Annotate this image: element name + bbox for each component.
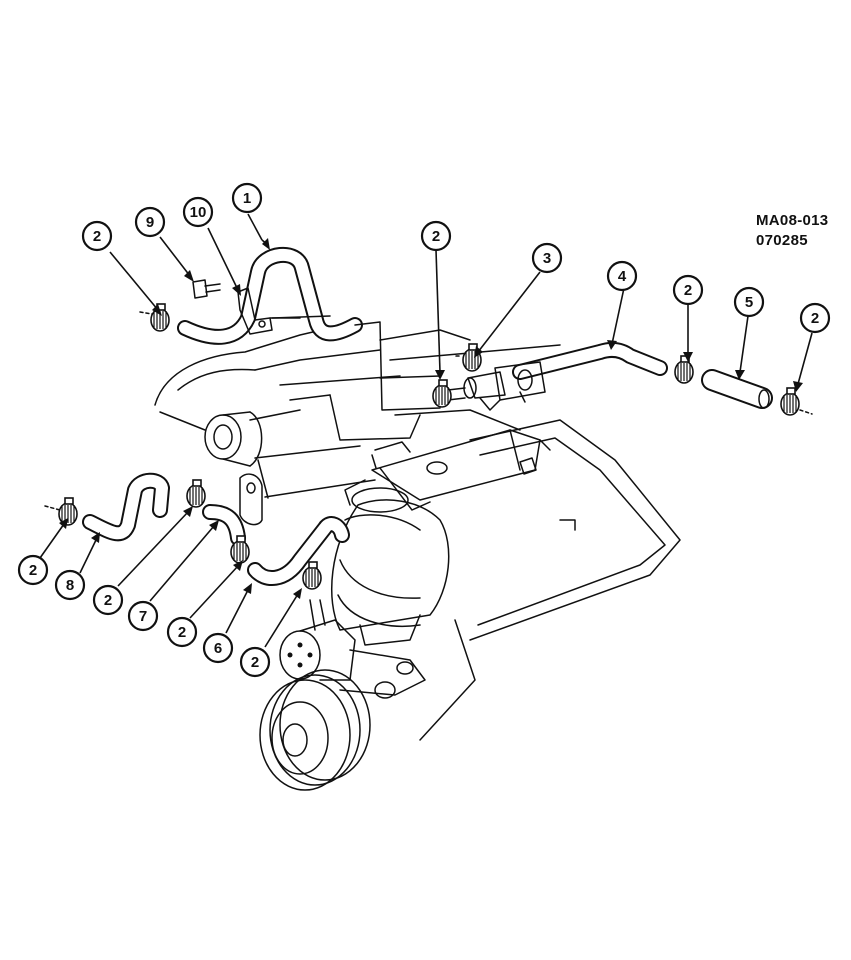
callout-circle <box>672 274 704 306</box>
callout-4: 4 <box>606 260 638 292</box>
callout-number: 2 <box>432 228 440 245</box>
callout-number: 2 <box>811 310 819 327</box>
callout-circle <box>231 182 263 214</box>
callout-2: 2 <box>420 220 452 252</box>
hose-8 <box>82 472 170 542</box>
callout-7: 7 <box>127 600 159 632</box>
callout-circle <box>799 302 831 334</box>
hose-clamp <box>674 355 694 384</box>
hose-clamp <box>780 387 800 416</box>
callout-circle <box>606 260 638 292</box>
callout-circle <box>54 569 86 601</box>
callout-circle <box>92 584 124 616</box>
callout-number: 1 <box>243 190 251 207</box>
hose-clamp <box>186 479 206 508</box>
callout-number: 2 <box>29 562 37 579</box>
callout-circle <box>733 286 765 318</box>
hose-clamp <box>230 535 250 564</box>
callout-3: 3 <box>531 242 563 274</box>
callout-labels: 1 2 9 10 2 3 4 2 5 2 2 8 2 7 2 6 2 <box>17 182 831 678</box>
diagram-code: MA08-013 <box>756 212 829 229</box>
bracket-10 <box>237 287 273 335</box>
pipe-4 <box>512 341 668 380</box>
callout-number: 6 <box>214 640 222 657</box>
callout-9: 9 <box>134 206 166 238</box>
callout-5: 5 <box>733 286 765 318</box>
callout-number: 10 <box>190 204 207 221</box>
callout-1: 1 <box>231 182 263 214</box>
callout-2: 2 <box>92 584 124 616</box>
callout-circle <box>239 646 271 678</box>
callout-number: 9 <box>146 214 154 231</box>
diagram-date: 070285 <box>756 232 808 249</box>
callout-circle <box>81 220 113 252</box>
callout-2: 2 <box>17 554 49 586</box>
callout-2: 2 <box>799 302 831 334</box>
hose-6 <box>247 516 350 586</box>
hose-clamp <box>58 497 78 526</box>
hose-7 <box>202 504 246 546</box>
hose-clamps <box>58 303 800 590</box>
callout-10: 10 <box>182 196 214 228</box>
callout-2: 2 <box>81 220 113 252</box>
callout-number: 8 <box>66 577 74 594</box>
bolt-9 <box>192 279 221 299</box>
callout-number: 2 <box>251 654 259 671</box>
callout-circle <box>166 616 198 648</box>
callout-number: 4 <box>618 268 627 285</box>
hose-clamp <box>302 561 322 590</box>
hose-clamp <box>432 379 452 408</box>
leaders <box>39 213 813 648</box>
callout-2: 2 <box>166 616 198 648</box>
callout-circle <box>127 600 159 632</box>
callout-circle <box>134 206 166 238</box>
air-cleaner <box>331 479 450 646</box>
callout-number: 2 <box>684 282 692 299</box>
callout-number: 2 <box>178 624 186 641</box>
engine-block <box>154 327 681 741</box>
water-pump-pulley <box>259 599 426 791</box>
callout-number: 2 <box>104 592 112 609</box>
hose-1 <box>177 246 363 345</box>
callout-circle <box>420 220 452 252</box>
callout-number: 2 <box>93 228 101 245</box>
hose-clamp <box>150 303 170 332</box>
callout-circle <box>531 242 563 274</box>
callout-circle <box>17 554 49 586</box>
callout-number: 7 <box>139 608 147 625</box>
filter-canister <box>204 411 263 467</box>
callout-2: 2 <box>239 646 271 678</box>
callout-6: 6 <box>202 632 234 664</box>
callout-8: 8 <box>54 569 86 601</box>
callout-circle <box>182 196 214 228</box>
callout-number: 3 <box>543 250 551 267</box>
hose-5 <box>701 369 773 409</box>
callout-2: 2 <box>672 274 704 306</box>
callout-number: 5 <box>745 294 753 311</box>
callout-circle <box>202 632 234 664</box>
